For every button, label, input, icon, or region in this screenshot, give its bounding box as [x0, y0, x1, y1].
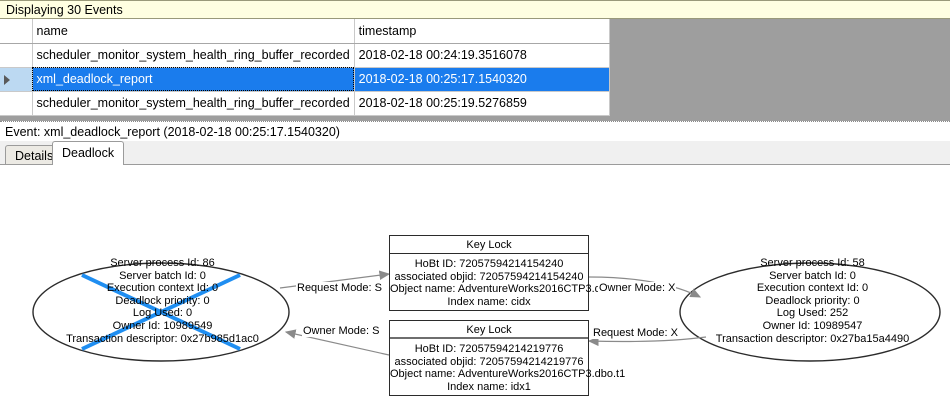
- proc-right-line-4: Log Used: 252: [776, 307, 849, 320]
- banner-label: Displaying 30 Events: [6, 2, 123, 17]
- cell-timestamp[interactable]: 2018-02-18 00:25:17.1540320: [354, 67, 610, 92]
- proc-left-line-5: Owner Id: 10989549: [112, 319, 213, 332]
- resource-node-top[interactable]: Key Lock HoBt ID: 72057594214154240 asso…: [389, 235, 626, 311]
- resource-top-title: Key Lock: [390, 236, 588, 254]
- edge-right-request: [587, 336, 707, 347]
- resource-bottom-body: HoBt ID: 72057594214219776 associated ob…: [390, 339, 626, 393]
- row-selector-cell[interactable]: [0, 43, 33, 68]
- resource-bottom-line-3: Index name: idx1: [447, 380, 531, 393]
- resource-top-body: HoBt ID: 72057594214154240 associated ob…: [390, 254, 626, 308]
- column-header-name[interactable]: name: [32, 19, 355, 44]
- proc-right-line-5: Owner Id: 10989547: [762, 319, 863, 332]
- proc-left-line-1: Server batch Id: 0: [119, 269, 206, 282]
- cell-name[interactable]: scheduler_monitor_system_health_ring_buf…: [32, 91, 355, 116]
- proc-left-line-0: Server process Id: 86: [110, 257, 215, 269]
- deadlock-graph-canvas[interactable]: Server process Id: 86 Server batch Id: 0…: [0, 164, 950, 400]
- events-grid[interactable]: name timestamp scheduler_monitor_system_…: [0, 19, 950, 121]
- row-selector-cell[interactable]: [0, 67, 33, 92]
- displaying-events-banner: Displaying 30 Events: [0, 0, 950, 19]
- table-header-row: name timestamp: [0, 19, 610, 44]
- cell-timestamp[interactable]: 2018-02-18 00:24:19.3516078: [354, 43, 610, 68]
- edge-label-left-request: Request Mode: S: [296, 282, 383, 294]
- proc-left-line-4: Log Used: 0: [132, 307, 193, 320]
- proc-right-line-6: Transaction descriptor: 0x27ba15a4490: [715, 332, 910, 345]
- process-node-right-ellipse: [679, 262, 941, 362]
- resource-bottom-line-1: associated objid: 72057594214219776: [394, 355, 584, 368]
- edge-label-left-owner: Owner Mode: S: [302, 325, 381, 337]
- column-header-selector: [0, 19, 33, 44]
- victim-marker-line-b: [81, 273, 241, 351]
- row-selector-arrow-icon: [4, 74, 10, 85]
- resource-top-line-3: Index name: cidx: [447, 295, 531, 308]
- process-node-right-label: Server process Id: 58 Server batch Id: 0…: [690, 257, 935, 345]
- proc-left-line-2: Execution context Id: 0: [106, 282, 219, 295]
- edge-label-right-request: Request Mode: X: [592, 327, 679, 339]
- proc-right-line-1: Server batch Id: 0: [769, 269, 856, 282]
- proc-right-line-3: Deadlock priority: 0: [765, 294, 860, 307]
- resource-top-line-0: HoBt ID: 72057594214154240: [414, 258, 564, 270]
- resource-node-bottom[interactable]: Key Lock HoBt ID: 72057594214219776 asso…: [389, 320, 626, 396]
- resource-top-line-2: Object name: AdventureWorks2016CTP3.dbo.…: [390, 283, 626, 296]
- tab-deadlock-label: Deadlock: [62, 146, 115, 160]
- column-header-timestamp[interactable]: timestamp: [354, 19, 610, 44]
- resource-bottom-line-2: Object name: AdventureWorks2016CTP3.dbo.…: [390, 368, 626, 381]
- resource-bottom-title: Key Lock: [390, 321, 588, 339]
- cell-timestamp[interactable]: 2018-02-18 00:25:19.5276859: [354, 91, 610, 116]
- events-table[interactable]: name timestamp scheduler_monitor_system_…: [0, 19, 610, 116]
- cell-name[interactable]: scheduler_monitor_system_health_ring_buf…: [32, 43, 355, 68]
- tab-deadlock[interactable]: Deadlock: [52, 141, 125, 165]
- row-selector-cell[interactable]: [0, 91, 33, 116]
- proc-left-line-3: Deadlock priority: 0: [115, 294, 210, 307]
- proc-left-line-6: Transaction descriptor: 0x27b985d1ac0: [66, 332, 259, 345]
- proc-right-line-0: Server process Id: 58: [760, 257, 865, 269]
- process-node-left-label: Server process Id: 86 Server batch Id: 0…: [40, 257, 285, 345]
- event-caption: Event: xml_deadlock_report (2018-02-18 0…: [0, 121, 950, 141]
- tab-strip: Details Deadlock: [0, 141, 950, 165]
- cell-name[interactable]: xml_deadlock_report: [32, 67, 355, 92]
- table-row[interactable]: scheduler_monitor_system_health_ring_buf…: [0, 43, 610, 68]
- resource-top-line-1: associated objid: 72057594214154240: [394, 270, 584, 283]
- edge-label-right-owner: Owner Mode: X: [598, 282, 677, 294]
- event-caption-label: Event: xml_deadlock_report (2018-02-18 0…: [5, 124, 340, 139]
- tab-details-label: Details: [15, 149, 54, 163]
- table-row[interactable]: scheduler_monitor_system_health_ring_buf…: [0, 91, 610, 116]
- resource-bottom-line-0: HoBt ID: 72057594214219776: [414, 343, 564, 355]
- proc-right-line-2: Execution context Id: 0: [756, 282, 869, 295]
- table-row-selected[interactable]: xml_deadlock_report 2018-02-18 00:25:17.…: [0, 67, 610, 92]
